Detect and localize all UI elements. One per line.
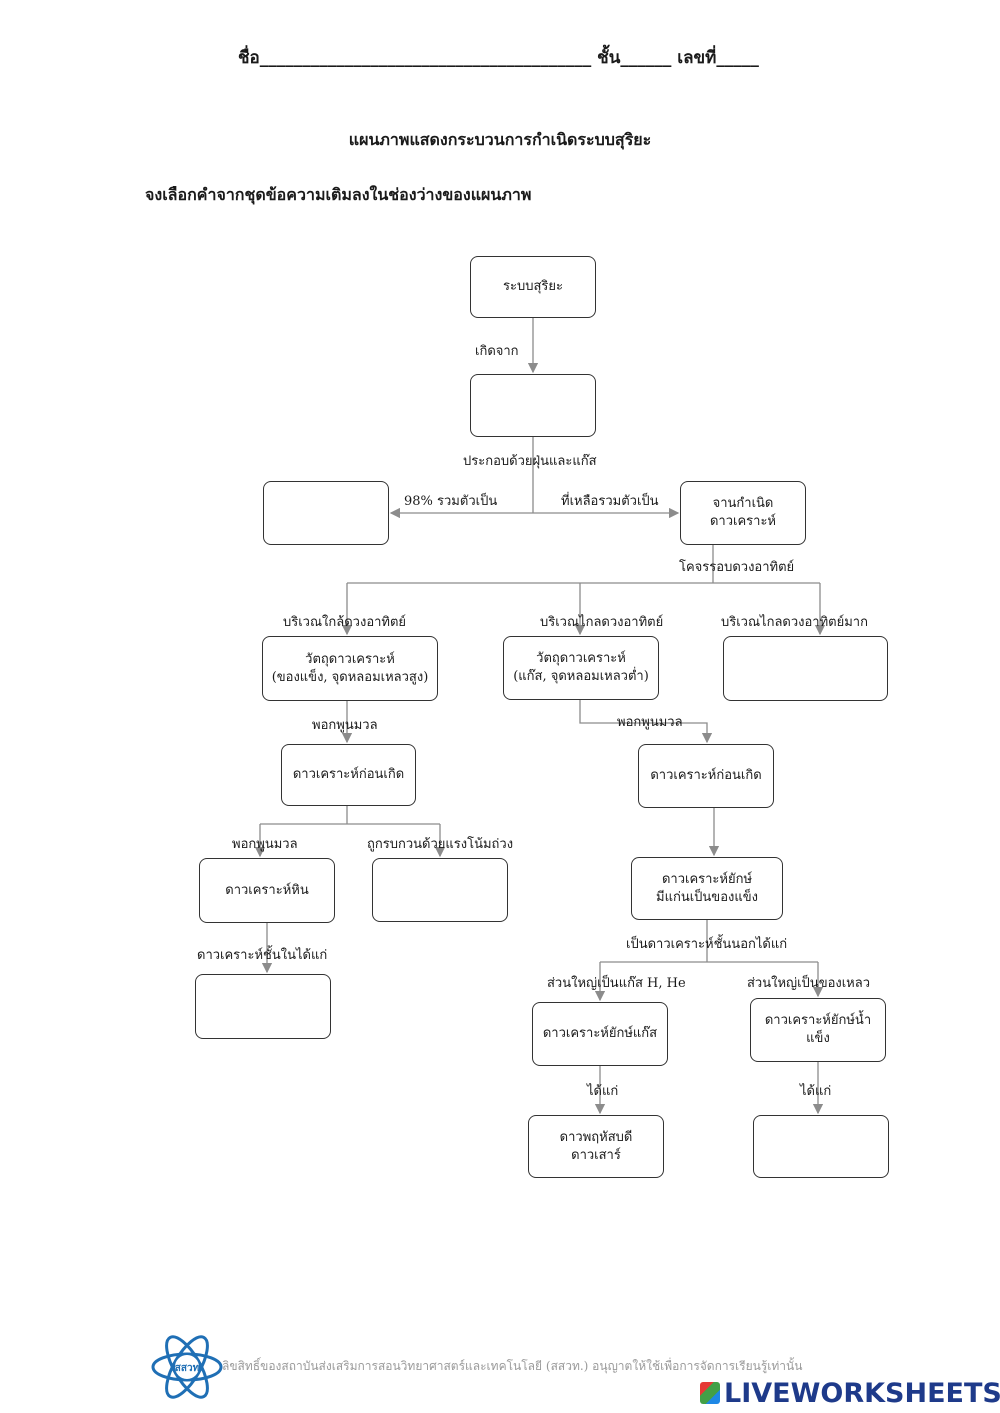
liveworksheets-logo-icon (700, 1382, 720, 1404)
label-far-sun: บริเวณไกลดวงอาทิตย์ (540, 615, 664, 630)
number-field[interactable]: _____ (716, 48, 759, 68)
page-title: แผนภาพแสดงกระบวนการกำเนิดระบบสุริยะ (348, 130, 652, 149)
class-label: ชั้น (597, 48, 621, 68)
planetesimal-near-box: วัตถุดาวเคราะห์ (ของแข็ง, จุดหลอมเหลวสูง… (262, 636, 438, 701)
label-remaining: ที่เหลือรวมตัวเป็น (561, 494, 659, 509)
protoplanetary-disk-box: จานกำเนิด ดาวเคราะห์ (680, 481, 806, 545)
label-namely-left: ได้แก่ (587, 1084, 619, 1099)
planetesimal-far-box: วัตถุดาวเคราะห์ (แก๊ส, จุดหลอมเหลวต่ำ) (503, 636, 659, 700)
logo-text: สสวท (175, 1363, 200, 1374)
label-mostly-liquid: ส่วนใหญ่เป็นของเหลว (747, 976, 871, 991)
label-very-far-sun: บริเวณไกลดวงอาทิตย์มาก (721, 615, 868, 630)
giant-solid-core-box: ดาวเคราะห์ยักษ์ มีแก่นเป็นของแข็ง (631, 857, 783, 920)
rocky-planet-box: ดาวเคราะห์หิน (199, 858, 335, 923)
label-born-from: เกิดจาก (475, 344, 519, 359)
origin-blank-box[interactable] (470, 374, 596, 437)
inner-planets-blank-box[interactable] (195, 974, 331, 1039)
liveworksheets-brand[interactable]: LIVEWORKSHEETS (700, 1378, 1000, 1409)
label-orbiting-sun: โคจรรอบดวงอาทิตย์ (679, 560, 795, 575)
number-label: เลขที่ (677, 48, 717, 68)
brand-text: LIVEWORKSHEETS (724, 1378, 1000, 1409)
copyright-notice: ลิขสิทธิ์ของสถาบันส่งเสริมการสอนวิทยาศาส… (222, 1359, 803, 1373)
label-near-sun: บริเวณใกล้ดวงอาทิตย์ (283, 615, 407, 630)
label-namely-right: ได้แก่ (800, 1084, 832, 1099)
label-inner-planets: ดาวเคราะห์ชั้นในได้แก่ (197, 948, 328, 963)
name-label: ชื่อ (238, 48, 260, 68)
ice-giant-box: ดาวเคราะห์ยักษ์น้ำ แข็ง (750, 998, 886, 1062)
instruction-text: จงเลือกคำจากชุดข้อความเติมลงในช่องว่างขอ… (145, 185, 532, 204)
label-accretion-right: พอกพูนมวล (617, 715, 683, 730)
label-outer-planets: เป็นดาวเคราะห์ชั้นนอกได้แก่ (626, 937, 788, 952)
label-composed-of: ประกอบด้วยฝุ่นและแก๊ส (463, 454, 597, 469)
protoplanet-right-box: ดาวเคราะห์ก่อนเกิด (638, 744, 774, 808)
sun-blank-box[interactable] (263, 481, 389, 545)
label-disturbed-gravity: ถูกรบกวนด้วยแรงโน้มถ่วง (367, 837, 514, 852)
disturbed-blank-box[interactable] (372, 858, 508, 922)
ipst-logo-icon: สสวท (151, 1335, 223, 1399)
solar-system-box: ระบบสุริยะ (470, 256, 596, 318)
label-accretion-rock: พอกพูนมวล (232, 837, 298, 852)
label-mostly-gas: ส่วนใหญ่เป็นแก๊ส H, He (547, 976, 686, 991)
arrow-accretion-right (579, 700, 713, 744)
student-info-line: ชื่อ____________________________________… (238, 44, 759, 71)
ice-giants-blank-box[interactable] (753, 1115, 889, 1178)
name-field[interactable]: _______________________________________ (259, 48, 592, 68)
protoplanet-left-box: ดาวเคราะห์ก่อนเกิด (281, 744, 416, 806)
class-field[interactable]: ______ (620, 48, 672, 68)
jupiter-saturn-box: ดาวพฤหัสบดี ดาวเสาร์ (528, 1115, 664, 1178)
label-accretion-left: พอกพูนมวล (312, 718, 378, 733)
label-98-percent: 98% รวมตัวเป็น (404, 494, 498, 509)
gas-giant-box: ดาวเคราะห์ยักษ์แก๊ส (532, 1002, 668, 1066)
very-far-blank-box[interactable] (723, 636, 888, 701)
